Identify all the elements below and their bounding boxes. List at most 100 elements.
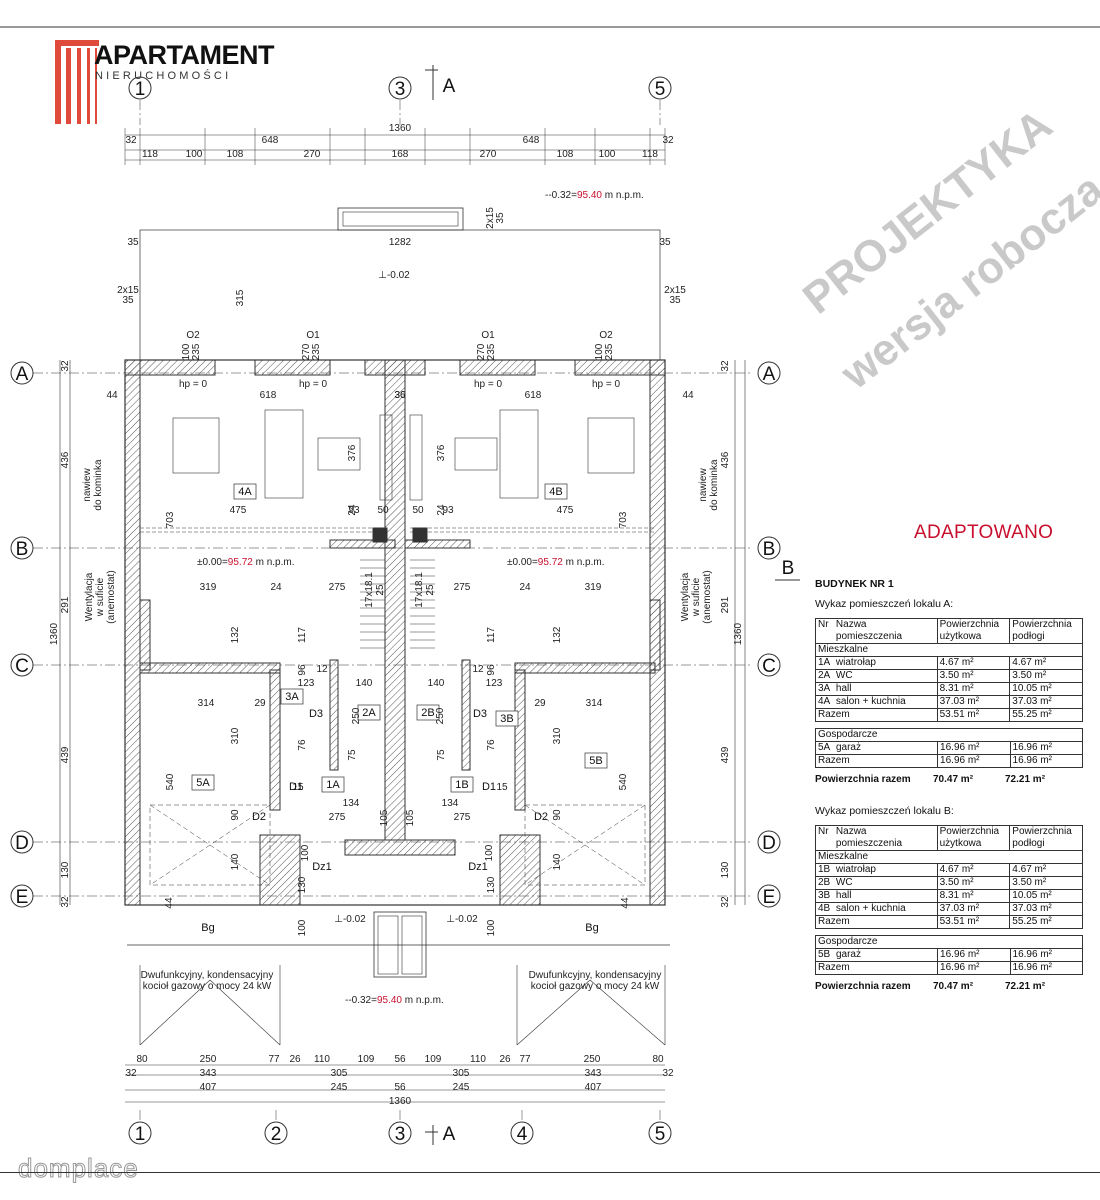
furniture [499, 409, 539, 499]
window-size: 100 [594, 343, 605, 360]
section-label: Gospodarcze [815, 935, 1083, 949]
dim-interior: 310 [552, 727, 563, 744]
door-D3: D3 [473, 708, 487, 720]
dim-right: 291 [720, 596, 731, 613]
grid-row-left-E-bubble [10, 884, 34, 908]
unit-list-title: Wykaz pomieszczeń lokalu B: [815, 805, 954, 817]
dim-interior: 24 [347, 504, 358, 516]
dim-label: 32 [662, 135, 674, 146]
dim-interior: 96 [486, 664, 497, 676]
room-tag-box [544, 483, 568, 500]
grid-row-right-D: D [762, 833, 776, 854]
section-row: Mieszkalne [815, 643, 1083, 657]
dim-label: 250 [584, 1054, 601, 1065]
dim-label: 245 [331, 1082, 348, 1093]
dim-interior: 140 [356, 678, 373, 689]
room-floor: 3.50 m² [1009, 876, 1083, 890]
dim-interior: 618 [525, 390, 542, 401]
dim: 2x15 [485, 207, 496, 229]
section-label: Mieszkalne [815, 850, 1083, 864]
door-Dz1: Dz1 [468, 861, 488, 873]
room-tag-box [357, 704, 381, 721]
room-usable: 3.50 m² [936, 669, 1011, 683]
level-floor-a: ±0.00=95.72 m n.p.m. [197, 557, 295, 568]
room-nr: 5A [814, 741, 834, 755]
window-size: 100 [181, 343, 192, 360]
dim-right-total: 1360 [733, 622, 744, 645]
dim-interior: 90 [230, 809, 241, 821]
room-usable: 4.67 m² [936, 656, 1011, 670]
section-marker-bottom: A [443, 1124, 456, 1145]
sum-floor: 16.96 m² [1009, 961, 1084, 975]
grid-row-left-C: C [15, 656, 29, 677]
door-D1: D1 [289, 781, 303, 793]
interior-wall [269, 669, 281, 811]
garage-outline [524, 804, 646, 886]
section-row: Gospodarcze [815, 728, 1083, 742]
dim-interior: 475 [230, 505, 247, 516]
dim-interior: 100 [486, 919, 497, 936]
header-nr: Nr [814, 825, 834, 851]
grid-row-right-E-bubble [757, 884, 781, 908]
plan-geometry [10, 65, 800, 1145]
sum-usable: 16.96 m² [937, 754, 1011, 768]
sum-label: Razem [815, 915, 938, 929]
section-marker-side: B [782, 558, 795, 579]
dim-interior: 75 [436, 749, 447, 761]
level-ground-bottom: --0.32=95.40 m n.p.m. [345, 995, 444, 1006]
room-name: garaż [833, 741, 939, 755]
sum-label: Razem [814, 754, 939, 768]
grid-axis-bottom-5: 5 [655, 1124, 666, 1145]
dim-label: 109 [358, 1054, 375, 1065]
dim-label: 648 [262, 135, 279, 146]
dim-label: 245 [453, 1082, 470, 1093]
furniture [172, 417, 220, 474]
dim-label: 109 [425, 1054, 442, 1065]
window-size: 235 [191, 343, 202, 360]
dim-interior: 130 [297, 876, 308, 893]
dim-terrace-depth: 315 [235, 289, 246, 306]
dim-label: 80 [652, 1054, 664, 1065]
dim-label: 1282 [389, 237, 412, 248]
dim-interior: 275 [329, 812, 346, 823]
room-tag-box [450, 776, 474, 793]
grid-axis-top-3-bubble [388, 76, 412, 100]
grid-row-right-B-bubble [757, 536, 781, 560]
room-name: garaż [833, 948, 939, 962]
room-usable: 16.96 m² [937, 741, 1011, 755]
room-name: WC [833, 669, 938, 683]
room-usable: 37.03 m² [936, 695, 1011, 709]
note-chimney-right: nawiewdo kominka [698, 459, 720, 511]
interior-wall [344, 839, 456, 856]
dim-interior: 44 [682, 390, 694, 401]
room-tag-5A: 5A [196, 777, 210, 789]
room-nr: 3A [814, 682, 834, 696]
dim-interior: 24 [436, 504, 447, 516]
dim-interior: 275 [454, 812, 471, 823]
dim-interior: 105 [379, 809, 390, 826]
dim-interior: 76 [486, 739, 497, 751]
dim-interior: 140 [428, 678, 445, 689]
grid-row-right-E: E [763, 887, 776, 908]
room-tag-box [233, 483, 257, 500]
total-floor: 72.21 m² [1005, 981, 1046, 992]
room-floor: 4.67 m² [1009, 863, 1083, 877]
room-tag-4B: 4B [549, 486, 562, 498]
room-tag-3A: 3A [285, 691, 299, 703]
room-usable: 4.67 m² [936, 863, 1011, 877]
adapted-stamp: ADAPTOWANO [914, 522, 1054, 543]
chimney [372, 527, 388, 543]
room-schedule: BUDYNEK NR 1 Wykaz pomieszczeń lokalu A:… [814, 578, 1085, 1012]
furniture [379, 414, 393, 501]
dim-interior: 134 [343, 798, 360, 809]
room-usable: 3.50 m² [936, 876, 1011, 890]
